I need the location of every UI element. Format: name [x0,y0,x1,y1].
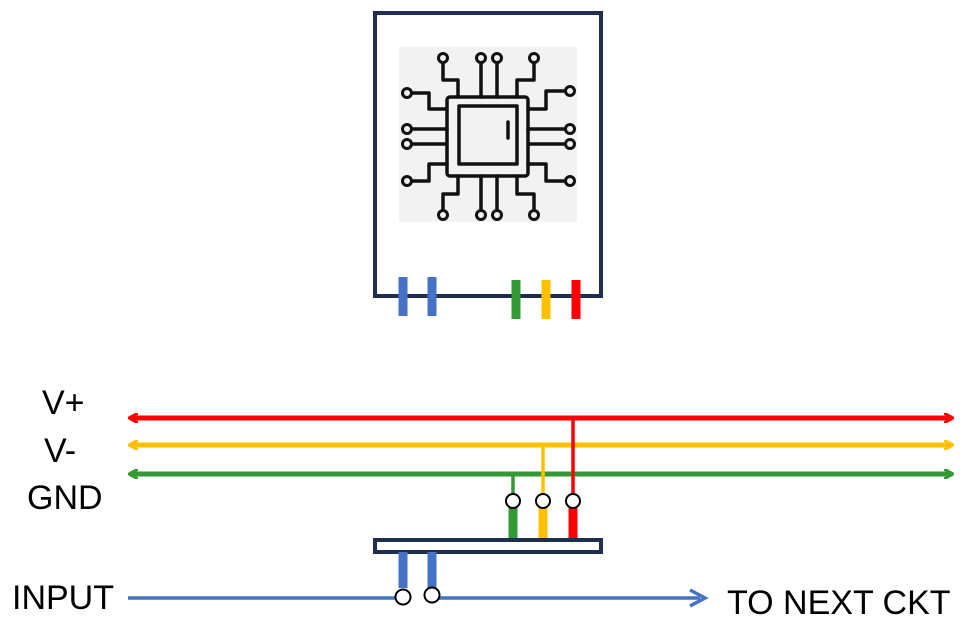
socket-contact-signal-out [423,586,441,604]
socket-signal-pins [394,552,441,606]
microchip-icon [399,47,577,222]
socket-power-pins [505,493,581,538]
socket-contact-v-plus [565,493,581,509]
signal-output-arrowhead [689,588,709,608]
socket-contact-signal-in [394,588,412,606]
gnd-label: GND [27,479,103,517]
v-minus-label: V- [44,432,76,470]
socket-contact-gnd [505,493,521,509]
socket-contact-v-minus [535,493,551,509]
input-label: INPUT [12,579,114,617]
output-label: TO NEXT CKT [727,584,951,618]
module-pins [398,277,581,319]
socket-base [373,538,603,554]
v-plus-label: V+ [42,384,85,422]
